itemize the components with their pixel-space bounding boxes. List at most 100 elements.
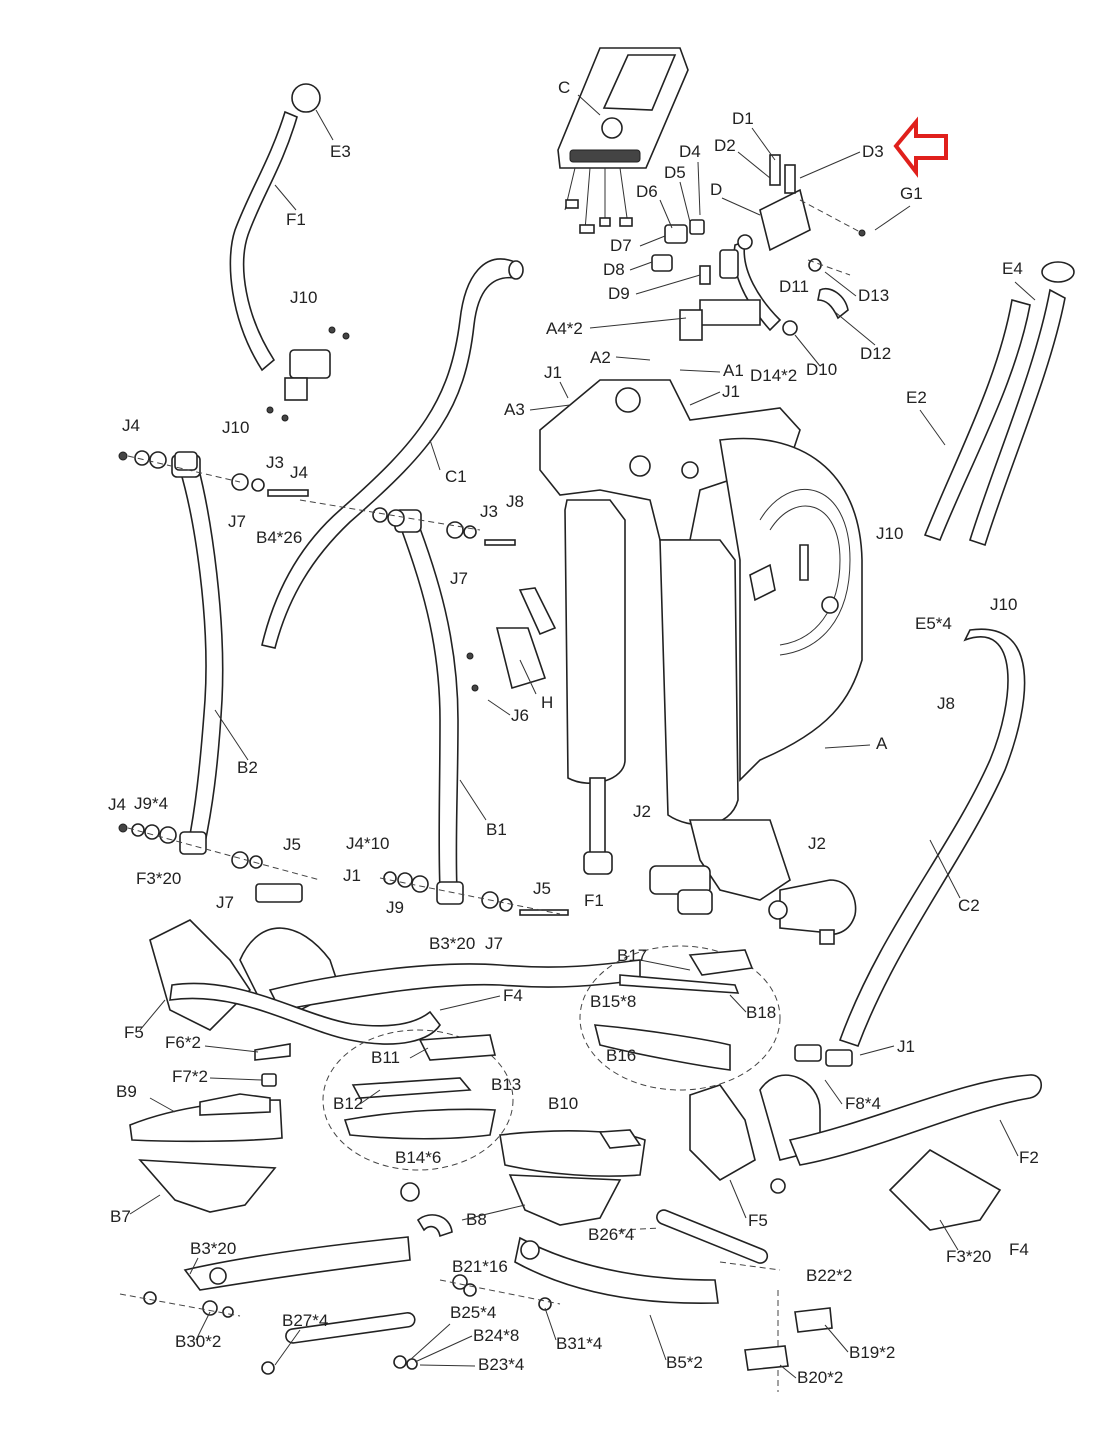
label-e5x4: E5*4 bbox=[915, 614, 952, 633]
label-d6: D6 bbox=[636, 182, 658, 201]
label-b13: B13 bbox=[491, 1075, 521, 1094]
label-j1-d: J1 bbox=[897, 1037, 915, 1056]
label-b2: B2 bbox=[237, 758, 258, 777]
pedal-brackets-b7-b8 bbox=[138, 1159, 622, 1226]
label-b15x8: B15*8 bbox=[590, 992, 636, 1011]
label-b19x2: B19*2 bbox=[849, 1343, 895, 1362]
label-j7-c: J7 bbox=[216, 893, 234, 912]
label-c: C bbox=[558, 78, 570, 97]
label-d3: D3 bbox=[862, 142, 884, 161]
label-j1-a: J1 bbox=[544, 363, 562, 382]
label-b26x4: B26*4 bbox=[588, 1225, 634, 1244]
label-j4-c: J4 bbox=[108, 795, 126, 814]
label-b4x26: B4*26 bbox=[256, 528, 302, 547]
label-j5-a: J5 bbox=[283, 835, 301, 854]
bottle-holder-h bbox=[466, 587, 557, 692]
label-b18: B18 bbox=[746, 1003, 776, 1022]
label-j5-b: J5 bbox=[533, 879, 551, 898]
label-f2: F2 bbox=[1019, 1148, 1039, 1167]
label-f6x2: F6*2 bbox=[165, 1033, 201, 1052]
label-b3x20-a: B3*20 bbox=[429, 934, 475, 953]
label-j10-b: J10 bbox=[222, 418, 249, 437]
main-frame-a bbox=[539, 379, 863, 945]
handlebar-bracket-assembly bbox=[651, 154, 866, 341]
label-a1: A1 bbox=[723, 361, 744, 380]
label-h: H bbox=[541, 693, 553, 712]
upper-arm-c2 bbox=[838, 628, 1026, 1048]
label-j8-b: J8 bbox=[937, 694, 955, 713]
label-f4-a: F4 bbox=[503, 986, 523, 1005]
label-b11: B11 bbox=[371, 1048, 400, 1067]
base-frame-left-f4 bbox=[149, 919, 641, 1087]
label-j10-c: J10 bbox=[876, 524, 903, 543]
label-a: A bbox=[876, 734, 888, 753]
label-d1: D1 bbox=[732, 109, 754, 128]
label-b12: B12 bbox=[333, 1094, 363, 1113]
label-j7-d: J7 bbox=[485, 934, 503, 953]
upper-arm-c1 bbox=[261, 258, 524, 649]
label-c2: C2 bbox=[958, 896, 980, 915]
label-e3: E3 bbox=[330, 142, 351, 161]
label-d8: D8 bbox=[603, 260, 625, 279]
label-b5x2: B5*2 bbox=[666, 1353, 703, 1372]
label-f5-a: F5 bbox=[124, 1023, 144, 1042]
label-f1-mid: F1 bbox=[584, 891, 604, 910]
label-b10: B10 bbox=[548, 1094, 578, 1113]
label-b1: B1 bbox=[486, 820, 507, 839]
label-j4-a: J4 bbox=[122, 416, 140, 435]
pedal-arms-b5 bbox=[119, 1182, 833, 1392]
label-j3-b: J3 bbox=[480, 502, 498, 521]
label-b17: B17 bbox=[617, 946, 647, 965]
handle-grips-e2 bbox=[923, 261, 1075, 547]
label-d: D bbox=[710, 180, 722, 199]
label-a2: A2 bbox=[590, 348, 611, 367]
label-b7: B7 bbox=[110, 1207, 131, 1226]
label-d11: D11 bbox=[779, 277, 809, 296]
label-j6: J6 bbox=[511, 706, 529, 725]
label-j1-b: J1 bbox=[722, 382, 740, 401]
pedal-detail-circle-left bbox=[322, 1029, 514, 1171]
label-j9: J9 bbox=[386, 898, 404, 917]
label-d13: D13 bbox=[858, 286, 889, 305]
label-b30x2: B30*2 bbox=[175, 1332, 221, 1351]
label-b22x2: B22*2 bbox=[806, 1266, 852, 1285]
label-j7-b: J7 bbox=[450, 569, 468, 588]
label-b23x4: B23*4 bbox=[478, 1355, 524, 1374]
base-frame-right-f2 bbox=[689, 1044, 1043, 1231]
label-b25x4: B25*4 bbox=[450, 1303, 496, 1322]
hardware-stacks bbox=[118, 450, 569, 916]
label-b8: B8 bbox=[466, 1210, 487, 1229]
label-b3x20-b: B3*20 bbox=[190, 1239, 236, 1258]
label-d5: D5 bbox=[664, 163, 686, 182]
label-f4-b: F4 bbox=[1009, 1240, 1029, 1259]
label-j4-b: J4 bbox=[290, 463, 308, 482]
label-e2: E2 bbox=[906, 388, 927, 407]
label-c1: C1 bbox=[445, 467, 467, 486]
highlight-arrow-icon bbox=[893, 116, 948, 178]
label-f7x2: F7*2 bbox=[172, 1067, 208, 1086]
label-f3x20-b: F3*20 bbox=[946, 1247, 991, 1266]
label-j1-c: J1 bbox=[343, 866, 361, 885]
label-d2: D2 bbox=[714, 136, 736, 155]
label-d9: D9 bbox=[608, 284, 630, 303]
leader-lines bbox=[129, 94, 1036, 1379]
label-j8-a: J8 bbox=[506, 492, 524, 511]
label-b16: B16 bbox=[606, 1046, 636, 1065]
label-b24x8: B24*8 bbox=[473, 1326, 519, 1345]
label-b31x4: B31*4 bbox=[556, 1334, 602, 1353]
label-j3-a: J3 bbox=[266, 453, 284, 472]
label-j9x4: J9*4 bbox=[134, 794, 168, 813]
part-labels: C D1 D2 D3 D4 D5 D6 D G1 D7 D8 D9 D11 D1… bbox=[108, 78, 1039, 1387]
label-e4: E4 bbox=[1002, 259, 1023, 278]
lower-arm-b2 bbox=[171, 454, 224, 855]
pedal-b9 bbox=[129, 1093, 283, 1143]
label-f5-b: F5 bbox=[748, 1211, 768, 1230]
label-f3x20-a: F3*20 bbox=[136, 869, 181, 888]
label-d12: D12 bbox=[860, 344, 891, 363]
pedal-b10 bbox=[499, 1129, 646, 1177]
label-a4x2: A4*2 bbox=[546, 319, 583, 338]
label-j4x10: J4*10 bbox=[346, 834, 389, 853]
label-a3: A3 bbox=[504, 400, 525, 419]
label-d7: D7 bbox=[610, 236, 632, 255]
